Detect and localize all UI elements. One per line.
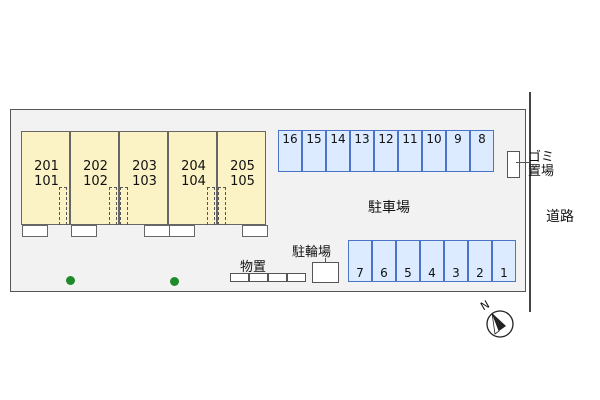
unit-upper-label: 203 (132, 159, 157, 174)
entry-dashed-marking (120, 187, 128, 225)
garbage-leader-line (516, 162, 529, 163)
entry-step (242, 225, 268, 237)
parking-space-9[interactable]: 9 (446, 130, 470, 172)
entry-step (22, 225, 48, 237)
bicycle-parking-label: 駐輪場 (292, 245, 332, 260)
parking-space-3[interactable]: 3 (444, 240, 468, 282)
parking-space-14[interactable]: 14 (326, 130, 350, 172)
parking-space-13[interactable]: 13 (350, 130, 374, 172)
unit-block-4[interactable]: 204 104 (168, 131, 217, 225)
storage-label: 物置 (240, 260, 267, 275)
parking-space-12[interactable]: 12 (374, 130, 398, 172)
tree-icon (170, 277, 179, 286)
unit-lower-label: 104 (181, 174, 206, 189)
entry-step (169, 225, 195, 237)
entry-step (71, 225, 97, 237)
parking-space-15[interactable]: 15 (302, 130, 326, 172)
garbage-label-line2: 置場 (528, 164, 555, 179)
garbage-label-line1: ゴミ (528, 150, 555, 165)
parking-lot-label: 駐車場 (368, 200, 410, 216)
unit-lower-label: 102 (83, 174, 108, 189)
parking-space-8[interactable]: 8 (470, 130, 494, 172)
entry-dashed-marking (218, 187, 226, 225)
parking-space-11[interactable]: 11 (398, 130, 422, 172)
parking-space-6[interactable]: 6 (372, 240, 396, 282)
storage-unit[interactable] (249, 273, 268, 282)
storage-unit[interactable] (268, 273, 287, 282)
unit-lower-label: 103 (132, 174, 157, 189)
parking-space-2[interactable]: 2 (468, 240, 492, 282)
unit-lower-label: 105 (230, 174, 255, 189)
parking-space-10[interactable]: 10 (422, 130, 446, 172)
storage-unit[interactable] (230, 273, 249, 282)
parking-space-4[interactable]: 4 (420, 240, 444, 282)
bicycle-parking-area[interactable] (312, 262, 339, 283)
unit-block-5[interactable]: 205 105 (217, 131, 266, 225)
bicycle-parking-leader-line (325, 258, 326, 263)
garbage-area[interactable] (507, 151, 520, 178)
north-arrow-icon (486, 310, 514, 338)
road-label: 道路 (546, 209, 574, 225)
unit-upper-label: 202 (83, 159, 108, 174)
unit-block-1[interactable]: 201 101 (21, 131, 70, 225)
road-edge (529, 92, 531, 312)
tree-icon (66, 276, 75, 285)
unit-upper-label: 201 (34, 159, 59, 174)
unit-upper-label: 204 (181, 159, 206, 174)
parking-space-5[interactable]: 5 (396, 240, 420, 282)
unit-lower-label: 101 (34, 174, 59, 189)
entry-dashed-marking (59, 187, 67, 225)
entry-dashed-marking (207, 187, 215, 225)
unit-upper-label: 205 (230, 159, 255, 174)
entry-dashed-marking (109, 187, 117, 225)
unit-block-2[interactable]: 202 102 (70, 131, 119, 225)
entry-step (144, 225, 170, 237)
storage-unit[interactable] (287, 273, 306, 282)
parking-space-16[interactable]: 16 (278, 130, 302, 172)
parking-space-7[interactable]: 7 (348, 240, 372, 282)
parking-space-1[interactable]: 1 (492, 240, 516, 282)
